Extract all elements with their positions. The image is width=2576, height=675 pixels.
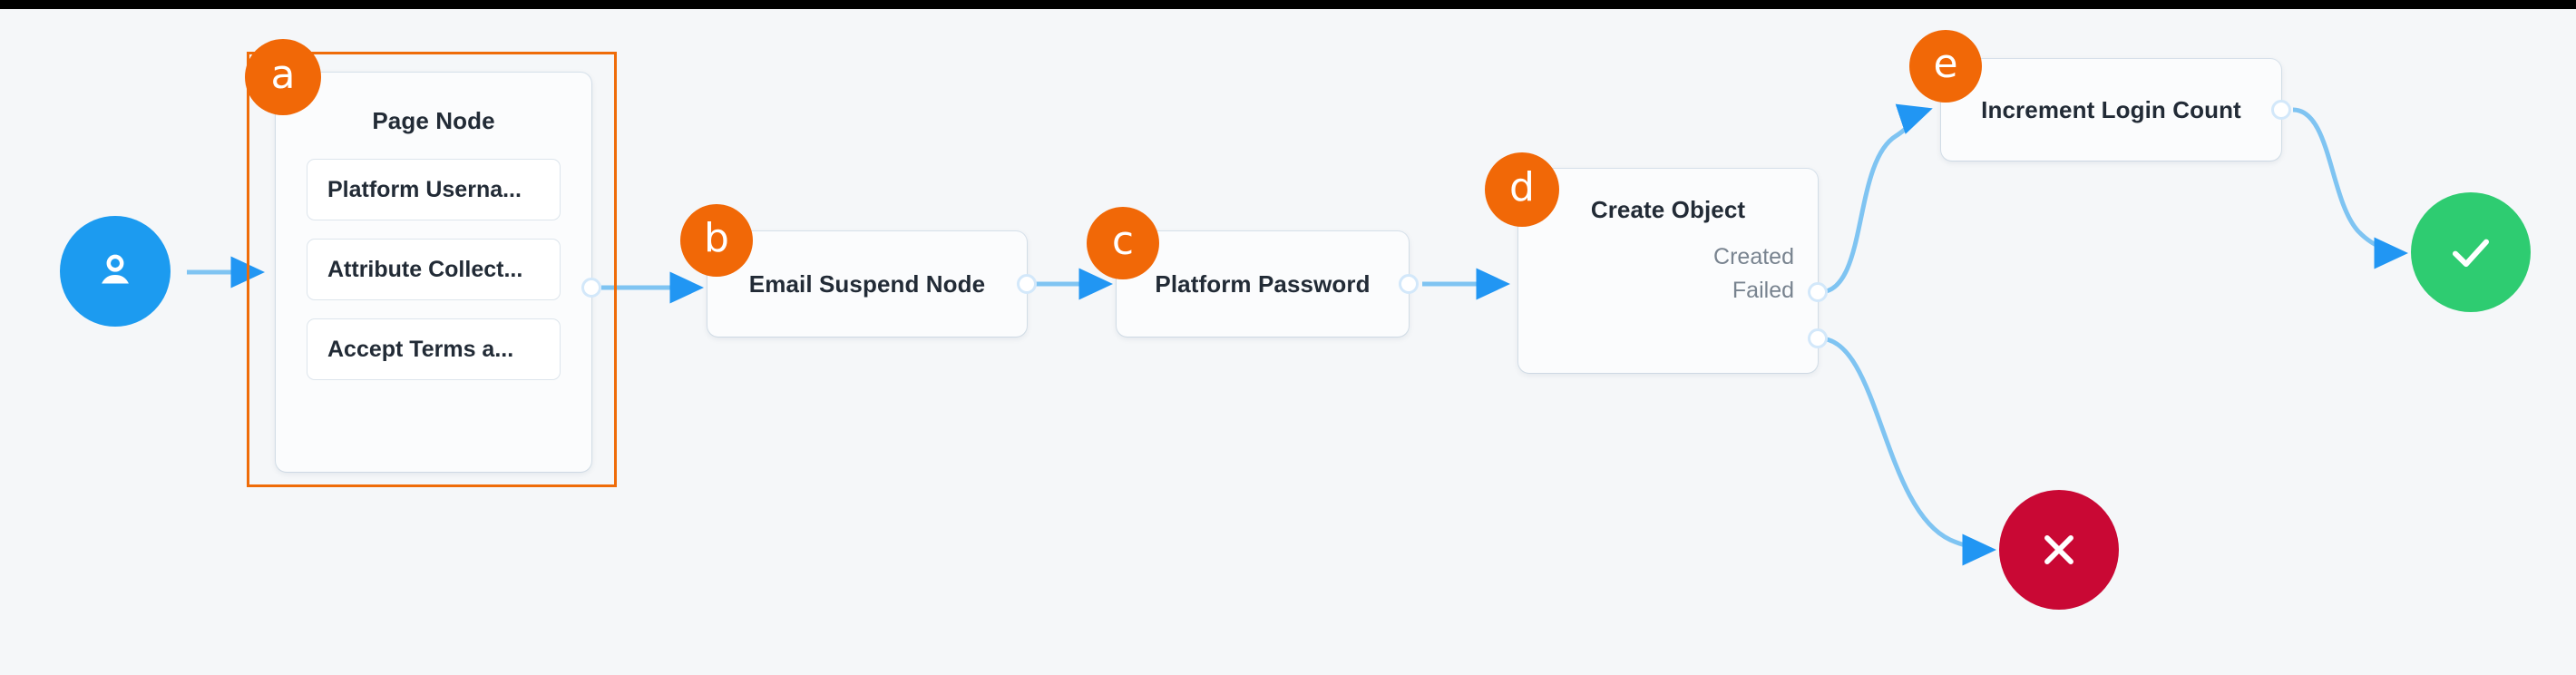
- email-suspend-output-handle[interactable]: [1017, 274, 1037, 294]
- page-node-subitem-3[interactable]: Accept Terms a...: [307, 318, 561, 380]
- platform-password-title: Platform Password: [1155, 269, 1371, 298]
- node-increment-login-count[interactable]: Increment Login Count: [1941, 59, 2281, 161]
- page-node-subitem-2[interactable]: Attribute Collect...: [307, 239, 561, 300]
- node-platform-password[interactable]: Platform Password: [1117, 231, 1409, 337]
- success-endpoint[interactable]: [2411, 192, 2531, 312]
- annotation-badge-e: e: [1909, 30, 1982, 103]
- edge-increment-login-to-success-endpoint: [2292, 107, 2408, 269]
- start-node[interactable]: [60, 216, 171, 327]
- annotation-badge-d: d: [1485, 152, 1559, 227]
- annotation-badge-e-letter: e: [1933, 41, 1958, 87]
- top-black-bar: [0, 0, 2576, 9]
- annotation-badge-b: b: [680, 204, 753, 277]
- create-object-title: Create Object: [1590, 196, 1746, 223]
- create-object-port-list: Created Failed: [1518, 244, 1818, 304]
- platform-password-output-handle[interactable]: [1399, 274, 1419, 294]
- annotation-badge-c-letter: c: [1111, 218, 1135, 264]
- create-object-port-failed[interactable]: Failed: [1732, 277, 1794, 303]
- edge-created-to-increment-login: [1819, 103, 1933, 295]
- create-object-failed-handle[interactable]: [1808, 328, 1828, 348]
- page-node-title: Page Node: [372, 107, 495, 134]
- increment-login-output-handle[interactable]: [2271, 100, 2291, 120]
- node-page-node[interactable]: Page Node Platform Userna... Attribute C…: [276, 73, 591, 472]
- increment-login-count-title: Increment Login Count: [1981, 95, 2241, 123]
- x-icon: [2044, 535, 2073, 564]
- create-object-created-handle[interactable]: [1808, 282, 1828, 302]
- annotation-badge-d-letter: d: [1509, 164, 1535, 210]
- page-node-subitem-1[interactable]: Platform Userna...: [307, 159, 561, 220]
- check-icon: [2452, 239, 2490, 268]
- email-suspend-title: Email Suspend Node: [748, 269, 986, 298]
- create-object-port-created[interactable]: Created: [1713, 244, 1794, 269]
- annotation-badge-b-letter: b: [704, 215, 729, 261]
- annotation-badge-a-letter: a: [270, 52, 296, 98]
- page-node-output-handle[interactable]: [581, 278, 601, 298]
- group-highlight-box: [247, 52, 617, 487]
- user-icon: [102, 254, 129, 284]
- annotation-badge-a: a: [245, 39, 321, 115]
- annotation-badge-c: c: [1087, 207, 1159, 279]
- failure-endpoint[interactable]: [1999, 490, 2119, 610]
- node-email-suspend[interactable]: Email Suspend Node: [707, 231, 1027, 337]
- node-create-object[interactable]: Create Object Created Failed: [1518, 169, 1818, 373]
- edge-failed-to-failure-endpoint: [1819, 336, 1996, 566]
